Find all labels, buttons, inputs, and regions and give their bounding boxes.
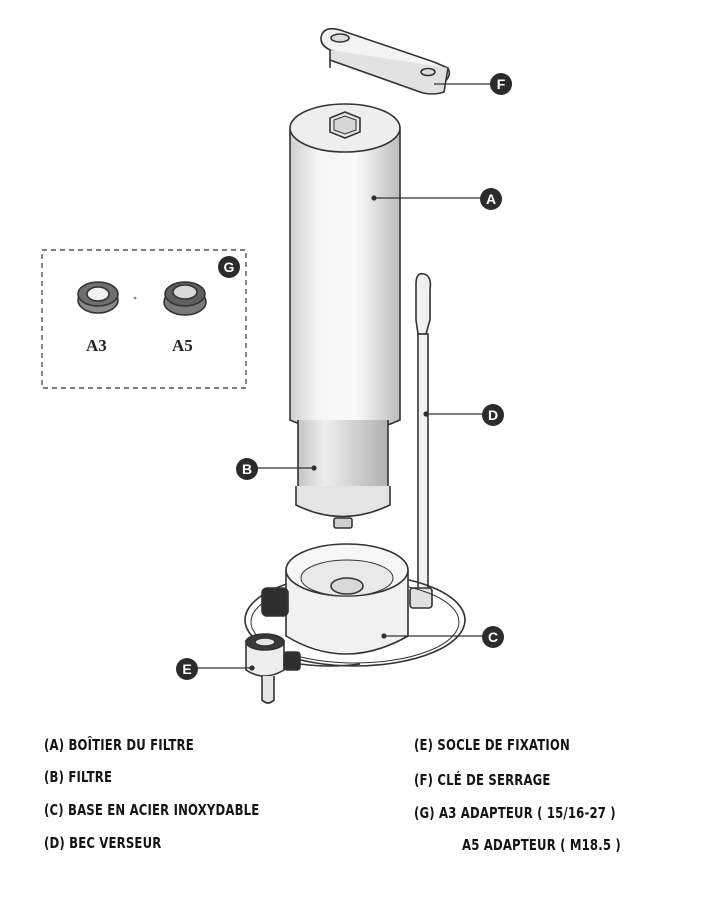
base-part xyxy=(244,543,466,667)
legend-tag: (D) xyxy=(44,834,65,852)
legend-tag: (G) xyxy=(414,804,435,822)
legend-item-g2: A5 ADAPTEUR ( M18.5 ) xyxy=(462,836,621,854)
filter-cartridge-part xyxy=(295,420,391,529)
adapter-a3-label: A3 xyxy=(86,336,107,355)
legend-text: FILTRE xyxy=(68,768,113,786)
legend-item-a: (A) BOÎTIER DU FILTRE xyxy=(44,736,194,754)
wrench-part xyxy=(320,27,451,95)
adapter-a5-label: A5 xyxy=(172,336,193,355)
legend-tag: (E) xyxy=(414,736,434,754)
adapters-dashed-box xyxy=(41,249,247,389)
spout-part xyxy=(409,272,433,609)
badge-d: D xyxy=(482,404,504,426)
badge-b: B xyxy=(236,458,258,480)
badge-c: C xyxy=(482,626,504,648)
legend-tag: (C) xyxy=(44,801,64,819)
badge-f: F xyxy=(490,73,512,95)
legend-item-g: (G) A3 ADAPTEUR ( 15/16-27 ) xyxy=(414,804,616,822)
legend-text: SOCLE DE FIXATION xyxy=(437,736,570,754)
legend-item-d: (D) BEC VERSEUR xyxy=(44,834,161,852)
badge-a: A xyxy=(480,188,502,210)
adapter-a3-part xyxy=(77,281,119,314)
legend-text: CLÉ DE SERRAGE xyxy=(437,771,551,789)
legend-tag: (B) xyxy=(44,768,65,786)
legend-text: A3 ADAPTEUR ( 15/16-27 ) xyxy=(439,804,616,822)
adapter-a5-part xyxy=(163,281,207,316)
legend-item-b: (B) FILTRE xyxy=(44,768,112,786)
legend-text: A5 ADAPTEUR ( M18.5 ) xyxy=(462,836,621,854)
filter-exploded-diagram xyxy=(41,27,490,704)
dot-marker xyxy=(133,296,137,300)
legend-text: BASE EN ACIER INOXYDABLE xyxy=(67,801,260,819)
legend-item-f: (F) CLÉ DE SERRAGE xyxy=(414,771,551,789)
badge-e: E xyxy=(176,658,198,680)
legend-text: BEC VERSEUR xyxy=(69,834,162,852)
legend-tag: (A) xyxy=(44,736,65,754)
legend-item-e: (E) SOCLE DE FIXATION xyxy=(414,736,570,754)
legend-text: BOÎTIER DU FILTRE xyxy=(68,736,194,754)
legend-item-c: (C) BASE EN ACIER INOXYDABLE xyxy=(44,801,259,819)
badge-g: G xyxy=(218,256,240,278)
mount-fitting-part xyxy=(245,633,361,704)
filter-housing-part xyxy=(289,103,401,434)
legend-tag: (F) xyxy=(414,771,434,789)
